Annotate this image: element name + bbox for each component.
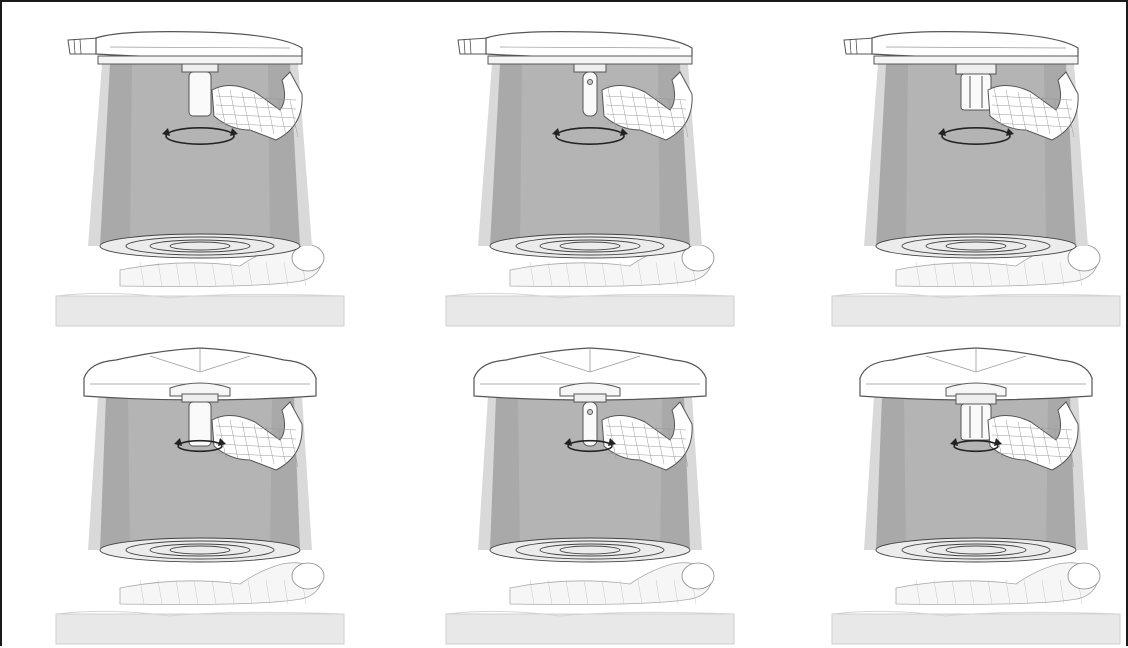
camera-handle[interactable] <box>961 74 991 110</box>
handle-button <box>588 410 593 415</box>
patient-icon <box>896 563 1098 605</box>
lamp-rim <box>874 56 1078 64</box>
patient-icon <box>120 563 322 605</box>
light-field-ring <box>876 538 1076 562</box>
illustration-panel <box>50 20 350 330</box>
panel-group-domed-lamp-head-camera-handle <box>832 348 1120 644</box>
illustration-panel <box>440 338 740 648</box>
lamp-housing <box>96 32 302 58</box>
lamp-rim <box>98 56 302 64</box>
operating-table-icon <box>446 614 734 644</box>
patient-head <box>682 563 714 589</box>
sterile-handle[interactable] <box>583 72 597 116</box>
handle-mount <box>574 64 606 72</box>
handle-mount <box>956 394 996 404</box>
illustration-panel <box>50 338 350 648</box>
illustration-panel <box>826 338 1126 648</box>
lamp-grip <box>458 38 490 54</box>
patient-head <box>292 563 324 589</box>
sterile-handle[interactable] <box>189 402 211 446</box>
handle-mount <box>182 64 218 72</box>
light-field-ring <box>100 234 300 258</box>
handle-mount <box>574 394 606 402</box>
sterile-handle[interactable] <box>583 402 597 446</box>
light-field-ring <box>490 538 690 562</box>
lamp-grip <box>68 38 100 54</box>
lamp-housing <box>872 32 1078 58</box>
panel-group-domed-lamp-head-slim-handle <box>446 348 734 644</box>
sterile-handle[interactable] <box>189 72 211 116</box>
panel-group-round-lamp-head-camera-handle <box>832 32 1120 326</box>
lamp-rim <box>488 56 692 64</box>
light-field-ring <box>100 538 300 562</box>
operating-table-icon <box>446 296 734 326</box>
camera-handle[interactable] <box>961 404 991 440</box>
panel-group-round-lamp-head-slim-handle <box>446 32 734 326</box>
illustration-panel <box>826 20 1126 330</box>
operating-table-icon <box>56 296 344 326</box>
panel-group-round-lamp-head-plain-handle <box>56 32 344 326</box>
operating-table-icon <box>832 614 1120 644</box>
light-field-ring <box>876 234 1076 258</box>
illustration-panel <box>440 20 740 330</box>
lamp-grip <box>844 38 876 54</box>
operating-table-icon <box>832 296 1120 326</box>
operating-table-icon <box>56 614 344 644</box>
panel-group-domed-lamp-head-plain-handle <box>56 348 344 644</box>
lamp-housing <box>486 32 692 58</box>
handle-button <box>588 80 593 85</box>
patient-icon <box>510 563 712 605</box>
handle-mount <box>956 64 996 74</box>
handle-mount <box>182 394 218 402</box>
light-field-ring <box>490 234 690 258</box>
patient-head <box>1068 563 1100 589</box>
